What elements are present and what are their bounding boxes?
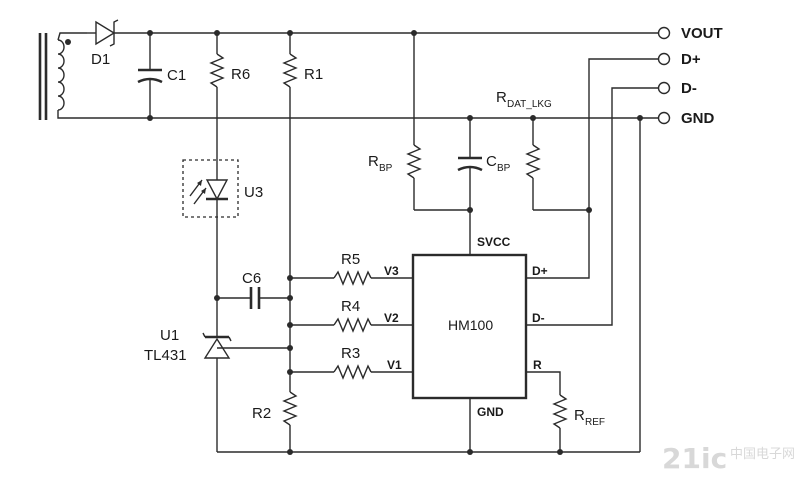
resistor-rref: R REF bbox=[526, 371, 605, 452]
pin-r: R bbox=[533, 358, 542, 372]
pin-svcc: SVCC bbox=[477, 235, 511, 249]
dminus-wire bbox=[526, 87, 658, 326]
chip-name: HM100 bbox=[448, 317, 493, 333]
r5-label: R5 bbox=[341, 251, 360, 268]
rdat-label-sub: DAT_LKG bbox=[507, 99, 552, 110]
cbp-label-main: C bbox=[486, 153, 497, 170]
u1-part-label: TL431 bbox=[144, 347, 187, 364]
rref-label-sub: REF bbox=[585, 417, 605, 428]
rref-label-main: R bbox=[574, 407, 585, 424]
rdat-label-main: R bbox=[496, 89, 507, 106]
resistor-r6: R6 bbox=[209, 30, 250, 160]
c1-label: C1 bbox=[167, 67, 186, 84]
resistor-r1: R1 bbox=[282, 30, 323, 392]
resistor-rbp: R BP bbox=[368, 30, 470, 211]
terminal-vout: VOUT bbox=[657, 25, 723, 42]
watermark-logo: 21ic 中国电子网 bbox=[662, 442, 795, 475]
r3-label: R3 bbox=[341, 345, 360, 362]
pin-v1: V1 bbox=[387, 358, 402, 372]
r1-label: R1 bbox=[304, 66, 323, 83]
d1-label: D1 bbox=[91, 51, 110, 68]
diode-d1: D1 bbox=[87, 19, 119, 68]
rbp-label-sub: BP bbox=[379, 163, 393, 174]
rbp-label-main: R bbox=[368, 153, 379, 170]
pin-v2: V2 bbox=[384, 311, 399, 325]
resistor-r2: R2 bbox=[252, 391, 298, 452]
resistor-r4: R4 bbox=[290, 298, 413, 333]
vout-label: VOUT bbox=[681, 25, 723, 42]
r2-label: R2 bbox=[252, 405, 271, 422]
u1-label: U1 bbox=[160, 327, 179, 344]
hm100-chip: HM100 V3 V2 V1 SVCC D+ D- R GND bbox=[384, 235, 548, 419]
terminal-gnd: GND bbox=[657, 110, 715, 127]
terminal-dminus: D- bbox=[657, 80, 697, 97]
watermark-tagline: 中国电子网 bbox=[730, 447, 795, 462]
transformer bbox=[38, 32, 90, 120]
pin-dminus: D- bbox=[532, 311, 545, 325]
pin-gnd: GND bbox=[477, 405, 504, 419]
gnd-label: GND bbox=[681, 110, 715, 127]
pin-v3: V3 bbox=[384, 264, 399, 278]
dminus-label: D- bbox=[681, 80, 697, 97]
pin-dplus: D+ bbox=[532, 264, 548, 278]
c6-label: C6 bbox=[242, 270, 261, 287]
dplus-wire bbox=[526, 58, 658, 279]
capacitor-c6: C6 bbox=[214, 270, 290, 309]
resistor-r3: R3 bbox=[290, 345, 413, 380]
resistor-r5: R5 bbox=[290, 251, 413, 286]
terminal-dplus: D+ bbox=[657, 51, 701, 68]
resistor-rdat-lkg: R DAT_LKG bbox=[496, 89, 592, 213]
cbp-label-sub: BP bbox=[497, 163, 511, 174]
shunt-regulator-u1: U1 TL431 bbox=[144, 327, 290, 452]
capacitor-cbp: C BP bbox=[457, 115, 511, 255]
r4-label: R4 bbox=[341, 298, 360, 315]
dplus-label: D+ bbox=[681, 51, 701, 68]
watermark-text: 21ic bbox=[662, 442, 727, 475]
u3-label: U3 bbox=[244, 184, 263, 201]
r6-label: R6 bbox=[231, 66, 250, 83]
optocoupler-u3: U3 bbox=[182, 159, 263, 218]
capacitor-c1: C1 bbox=[137, 30, 186, 121]
